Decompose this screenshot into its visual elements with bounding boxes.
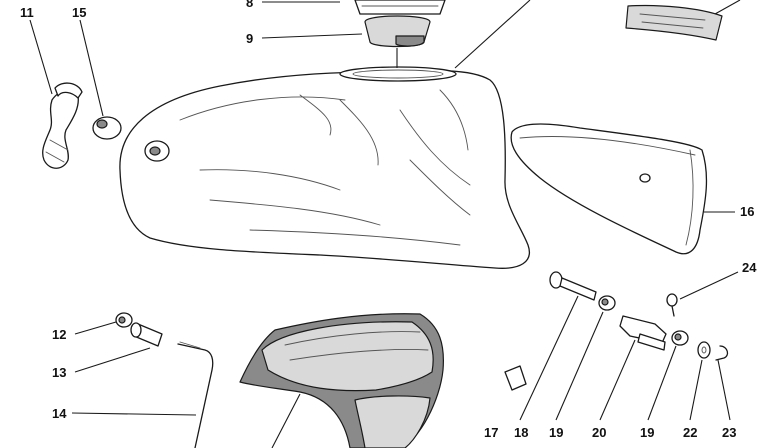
bracket	[619, 315, 667, 351]
callout-16: 16	[740, 204, 754, 219]
callout-19-second: 19	[640, 425, 654, 440]
grommet	[92, 116, 122, 140]
washer	[697, 341, 711, 359]
fuel-clip	[42, 82, 83, 169]
bolt	[549, 271, 597, 301]
nut	[115, 312, 133, 328]
callout-19: 19	[549, 425, 563, 440]
spacer-sleeve	[130, 322, 163, 347]
bushing-2	[671, 330, 689, 346]
clip-pin	[715, 345, 729, 361]
filler-neck-gasket	[364, 15, 431, 68]
callout-15: 15	[72, 5, 86, 20]
callout-20: 20	[592, 425, 606, 440]
leader-lines	[29, 0, 741, 448]
ducati-emblem	[625, 4, 723, 41]
callout-9: 9	[246, 31, 253, 46]
callout-13: 13	[52, 365, 66, 380]
callout-8: 8	[246, 0, 253, 10]
mounting-rod	[177, 341, 214, 448]
callout-24: 24	[742, 260, 757, 275]
callout-11: 11	[20, 5, 34, 20]
callout-18: 18	[514, 425, 528, 440]
callout-labels: 8 9 11 15 16 12 13 14 24 17 18 19 20 19 …	[20, 0, 757, 440]
callout-17: 17	[484, 425, 498, 440]
small-screw	[666, 293, 678, 317]
filler-cap	[354, 0, 446, 15]
callout-12: 12	[52, 327, 66, 342]
side-panel	[510, 123, 708, 255]
callout-23: 23	[722, 425, 736, 440]
bushing	[598, 295, 616, 311]
tank-cover	[239, 313, 444, 448]
tank-fitting	[144, 140, 170, 162]
rubber-block	[504, 365, 527, 391]
callout-22: 22	[683, 425, 697, 440]
callout-14: 14	[52, 406, 67, 421]
fuel-tank	[119, 66, 530, 269]
